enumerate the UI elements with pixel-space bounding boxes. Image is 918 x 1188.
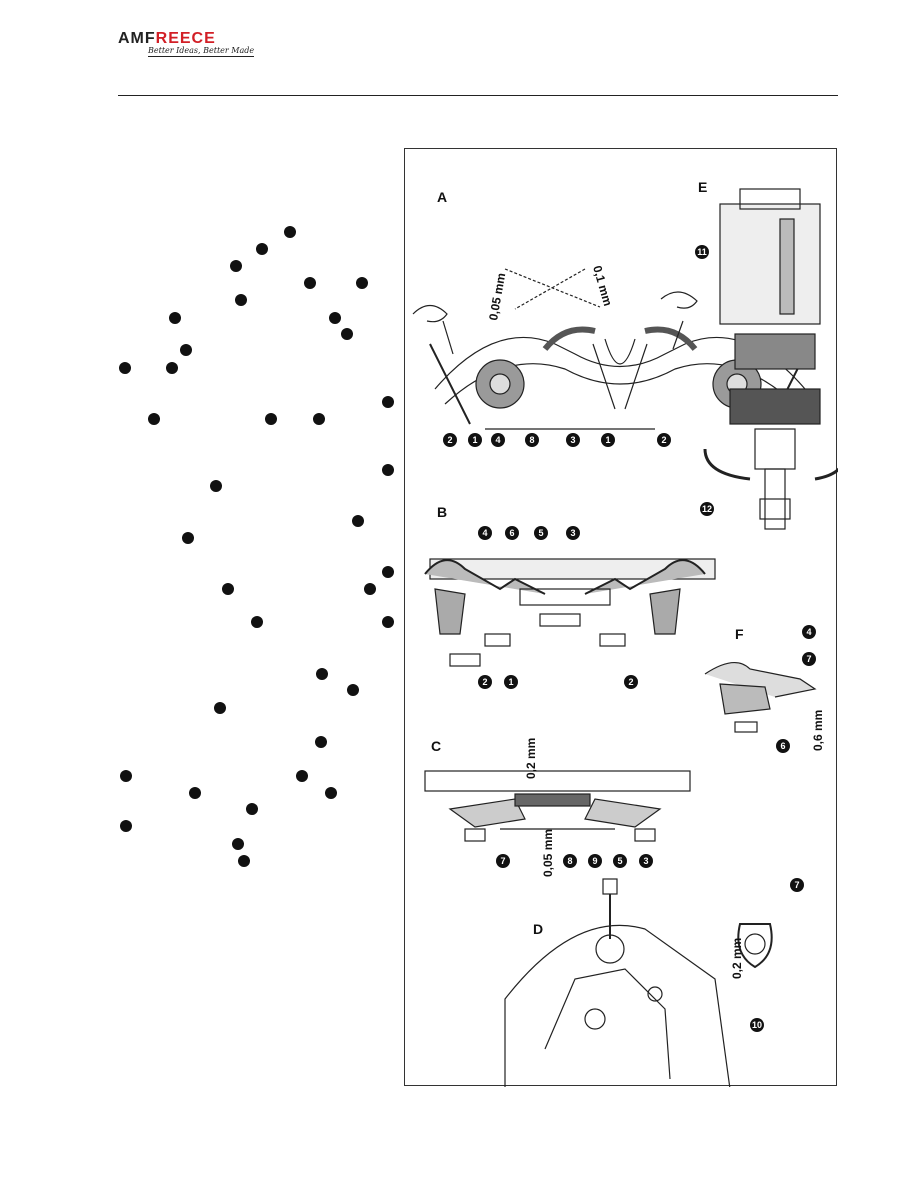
- reference-dot: [329, 312, 341, 324]
- technical-figure: A B C D E F 0,05 mm 0,1 mm 0,2 mm 0,05 m…: [404, 148, 838, 1087]
- reference-dot: [182, 532, 194, 544]
- reference-dot: [382, 464, 394, 476]
- callout-d-2: 10: [752, 1020, 762, 1030]
- reference-dot: [119, 362, 131, 374]
- logo-tagline: Better Ideas, Better Made: [148, 46, 255, 57]
- reference-dot: [214, 702, 226, 714]
- panel-label-c: C: [431, 738, 441, 754]
- reference-dot: [189, 787, 201, 799]
- callout-c-5: 3: [643, 856, 648, 866]
- callout-b-2: 6: [509, 528, 514, 538]
- callout-a-7: 2: [661, 435, 666, 445]
- reference-dot: [120, 770, 132, 782]
- callout-a-3: 4: [495, 435, 500, 445]
- callout-b-5: 2: [482, 677, 487, 687]
- reference-dot: [222, 583, 234, 595]
- panel-label-d: D: [533, 921, 543, 937]
- dimension-label: 0,2 mm: [524, 738, 538, 779]
- callout-b-3: 5: [538, 528, 543, 538]
- reference-dot: [313, 413, 325, 425]
- reference-dot: [235, 294, 247, 306]
- callout-b-1: 4: [482, 528, 487, 538]
- reference-dot: [325, 787, 337, 799]
- reference-dot: [315, 736, 327, 748]
- figure-drawing: A B C D E F 0,05 mm 0,1 mm 0,2 mm 0,05 m…: [412, 179, 838, 1087]
- reference-dot: [341, 328, 353, 340]
- callout-f-1: 4: [806, 627, 811, 637]
- logo-wordmark: AMFREECE: [118, 30, 216, 48]
- reference-dot: [169, 312, 181, 324]
- dimension-label: 0,05 mm: [541, 829, 555, 877]
- reference-dot: [265, 413, 277, 425]
- callout-b-6: 1: [508, 677, 513, 687]
- reference-dot: [382, 616, 394, 628]
- callout-c-2: 8: [567, 856, 572, 866]
- reference-dot: [230, 260, 242, 272]
- panel-label-f: F: [735, 626, 744, 642]
- dimension-label: 0,2 mm: [730, 938, 744, 979]
- callout-e-2: 12: [702, 504, 712, 514]
- reference-dot: [352, 515, 364, 527]
- logo-reece: REECE: [155, 30, 216, 47]
- panel-label-b: B: [437, 504, 447, 520]
- reference-dot: [304, 277, 316, 289]
- callout-c-1: 7: [500, 856, 505, 866]
- reference-dot: [382, 566, 394, 578]
- reference-dot: [166, 362, 178, 374]
- callout-b-4: 3: [570, 528, 575, 538]
- callout-a-4: 8: [529, 435, 534, 445]
- callout-c-3: 9: [592, 856, 597, 866]
- reference-dot: [296, 770, 308, 782]
- brand-logo: AMFREECE Better Ideas, Better Made: [118, 30, 280, 60]
- reference-dot: [364, 583, 376, 595]
- reference-dot: [347, 684, 359, 696]
- panel-label-e: E: [698, 179, 707, 195]
- panel-label-a: A: [437, 189, 447, 205]
- reference-dot: [148, 413, 160, 425]
- callout-c-4: 5: [617, 856, 622, 866]
- dimension-label: 0,1 mm: [590, 264, 615, 308]
- reference-dot: [356, 277, 368, 289]
- reference-dot: [232, 838, 244, 850]
- callout-a-5: 3: [570, 435, 575, 445]
- callout-a-1: 2: [447, 435, 452, 445]
- reference-dot: [238, 855, 250, 867]
- dimension-label: 0,05 mm: [486, 272, 508, 322]
- reference-dot: [256, 243, 268, 255]
- reference-dot: [251, 616, 263, 628]
- dimension-label: 0,6 mm: [811, 710, 825, 751]
- reference-dot: [316, 668, 328, 680]
- reference-dot: [120, 820, 132, 832]
- callout-e-1: 11: [697, 247, 707, 257]
- callout-f-2: 7: [806, 654, 811, 664]
- reference-dot: [210, 480, 222, 492]
- callout-b-7: 2: [628, 677, 633, 687]
- callout-d-1: 7: [794, 880, 799, 890]
- callout-f-3: 6: [780, 741, 785, 751]
- callout-a-6: 1: [605, 435, 610, 445]
- reference-dot: [246, 803, 258, 815]
- callout-a-2: 1: [472, 435, 477, 445]
- reference-dot: [382, 396, 394, 408]
- reference-dot: [284, 226, 296, 238]
- header-rule: [118, 95, 838, 96]
- logo-amf: AMF: [118, 30, 156, 47]
- reference-dot: [180, 344, 192, 356]
